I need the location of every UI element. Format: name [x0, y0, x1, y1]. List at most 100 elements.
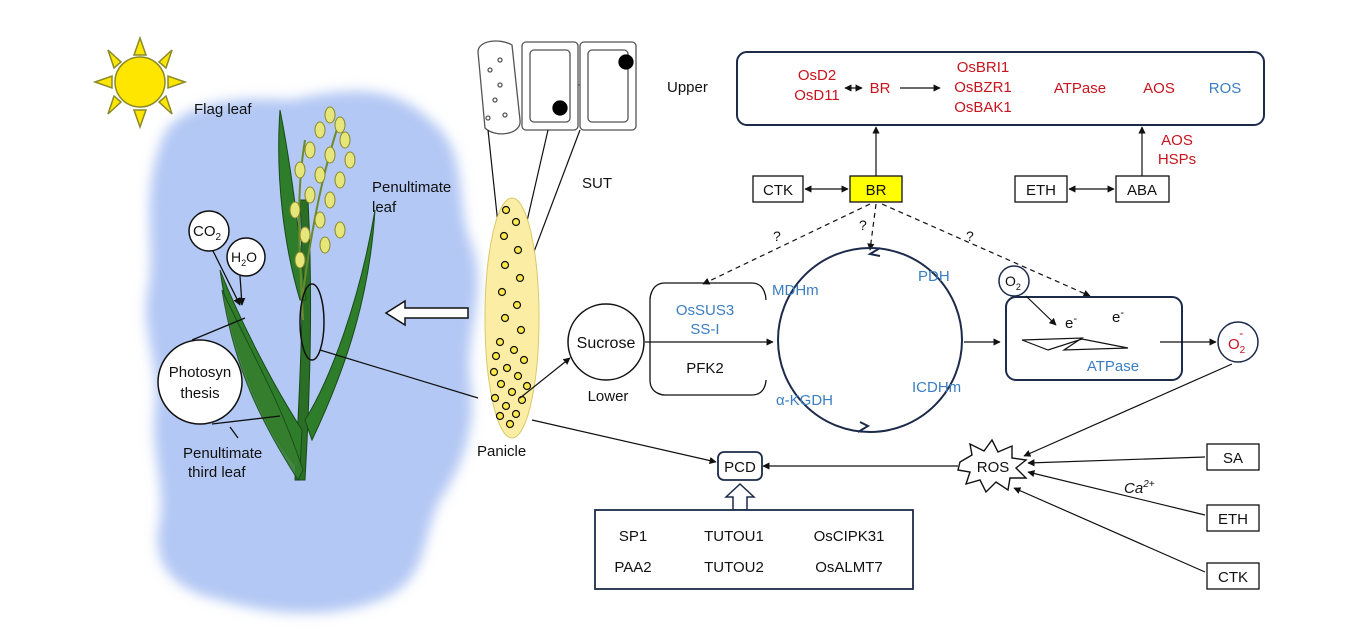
- pcd-hollow-up-arrow: [724, 482, 756, 511]
- eth-box-top: [1014, 175, 1068, 203]
- h2o-bubble: [226, 237, 266, 277]
- gene-oscipk31: OsCIPK31: [814, 528, 885, 545]
- question-mark-1: ?: [773, 228, 781, 244]
- h2o-label: H2O: [231, 249, 257, 268]
- panicle-grains: [489, 205, 532, 429]
- o2-etc-arrow: [1025, 295, 1057, 326]
- photosynthesis-label-1: Photosyn: [169, 364, 232, 381]
- photosynthesis-label-2: thesis: [180, 385, 219, 402]
- o2-circle: [998, 265, 1030, 297]
- penultimate-leaf-label-1: Penultimate: [372, 179, 451, 196]
- electron-label-1: e-: [1065, 313, 1077, 332]
- penultimate-third-label-2: third leaf: [188, 464, 246, 481]
- aba-box: [1115, 175, 1170, 203]
- pcd-label: PCD: [724, 459, 756, 476]
- plant-panicle-connector: [319, 349, 479, 399]
- superoxide-label: O2-: [1228, 326, 1246, 356]
- osd11-label: OsD11: [794, 87, 840, 104]
- ctk-top-label: CTK: [763, 182, 793, 199]
- eth-ros-arrow: [1027, 470, 1206, 516]
- pdh-label: PDH: [918, 268, 950, 285]
- co2-bubble: [188, 210, 230, 252]
- br-dashed-arrow-sucrose: [702, 203, 871, 285]
- etc-box: [1005, 296, 1183, 381]
- icdhm-label: ICDHm: [912, 379, 961, 396]
- aba-aos-label: AOS: [1161, 132, 1193, 149]
- aba-hsps-label: HSPs: [1158, 151, 1196, 168]
- br-box: [849, 175, 903, 203]
- upper-atpase-label: ATPase: [1054, 80, 1106, 97]
- br-dashed-arrow-tca: [867, 203, 877, 251]
- electron-label-2: e-: [1112, 307, 1124, 326]
- hollow-left-arrow: [384, 299, 469, 327]
- o2-label: O2: [1005, 273, 1021, 292]
- penultimate-third-label-1: Penultimate: [183, 445, 262, 462]
- tca-cycle-circle: [777, 247, 963, 433]
- panicle-sucrose-arrow: [519, 357, 571, 399]
- gene-sp1: SP1: [619, 528, 647, 545]
- enzyme-bracket: [649, 282, 767, 396]
- superoxide-ros-arrow: [1023, 363, 1233, 457]
- penultimate-leaf-label-2: leaf: [372, 199, 397, 216]
- ss1-label: SS-I: [690, 321, 719, 338]
- etc-atpase-label: ATPase: [1087, 358, 1139, 375]
- flag-leaf-label: Flag leaf: [194, 101, 252, 118]
- sa-ros-arrow: [1027, 456, 1206, 467]
- pcd-box: [717, 451, 763, 481]
- sun-icon: [92, 35, 188, 130]
- panicle-node-circle: [299, 283, 325, 361]
- osbri1-label: OsBRI1: [957, 59, 1010, 76]
- gene-tutou1: TUTOU1: [704, 528, 764, 545]
- calcium-label: Ca2+: [1124, 479, 1155, 497]
- upper-label: Upper: [667, 79, 708, 96]
- panicle-label: Panicle: [477, 443, 526, 460]
- tca-arrowhead-bottom: [857, 421, 871, 433]
- electron-zigzag: [1021, 337, 1129, 351]
- photosynthesis-circle: [157, 339, 243, 425]
- superoxide-circle: [1217, 321, 1259, 363]
- pcd-gene-box: [594, 509, 914, 590]
- pfk2-label: PFK2: [686, 360, 724, 377]
- ctk-bottom-label: CTK: [1218, 569, 1248, 586]
- ctk-ros-arrow: [1013, 487, 1206, 573]
- penultimate-third-pointer: [229, 426, 239, 439]
- panicle-pcd-arrow: [531, 419, 717, 465]
- h2o-arrow: [237, 275, 246, 306]
- eth-top-label: ETH: [1026, 182, 1056, 199]
- upper-aos-label: AOS: [1143, 80, 1175, 97]
- question-mark-3: ?: [966, 228, 974, 244]
- sa-box: [1206, 443, 1260, 471]
- ctk-box-top: [752, 175, 804, 203]
- ros-node-label: ROS: [977, 459, 1010, 476]
- eth-bottom-label: ETH: [1218, 511, 1248, 528]
- mdhm-label: MDHm: [772, 282, 819, 299]
- br-box-label: BR: [866, 182, 887, 199]
- co2-arrow: [212, 250, 241, 306]
- gene-osalmt7: OsALMT7: [815, 559, 883, 576]
- cell-sketch: [477, 40, 637, 135]
- upper-box: [736, 51, 1265, 126]
- eth-box-bottom: [1206, 504, 1260, 532]
- osbzr1-label: OsBZR1: [954, 79, 1012, 96]
- ctk-box-bottom: [1206, 562, 1260, 590]
- gene-tutou2: TUTOU2: [704, 559, 764, 576]
- upper-ros-label: ROS: [1209, 80, 1242, 97]
- lower-label: Lower: [588, 388, 629, 405]
- sa-label: SA: [1223, 450, 1243, 467]
- enzyme-bracket-lines: [665, 282, 752, 396]
- br-dashed-arrow-etc: [881, 203, 1091, 297]
- ossus3-label: OsSUS3: [676, 302, 734, 319]
- photosynthesis-line-down: [211, 415, 281, 425]
- upper-br-label: BR: [870, 80, 891, 97]
- aba-label: ABA: [1127, 182, 1157, 199]
- osbak1-label: OsBAK1: [954, 99, 1012, 116]
- gene-paa2: PAA2: [614, 559, 651, 576]
- tca-arrowhead-top: [867, 247, 881, 257]
- question-mark-2: ?: [859, 217, 867, 233]
- co2-label: CO2: [193, 223, 222, 243]
- osd2-label: OsD2: [798, 67, 836, 84]
- ros-burst: [957, 438, 1028, 494]
- background-blob: [146, 91, 478, 614]
- sucrose-circle: [567, 303, 645, 381]
